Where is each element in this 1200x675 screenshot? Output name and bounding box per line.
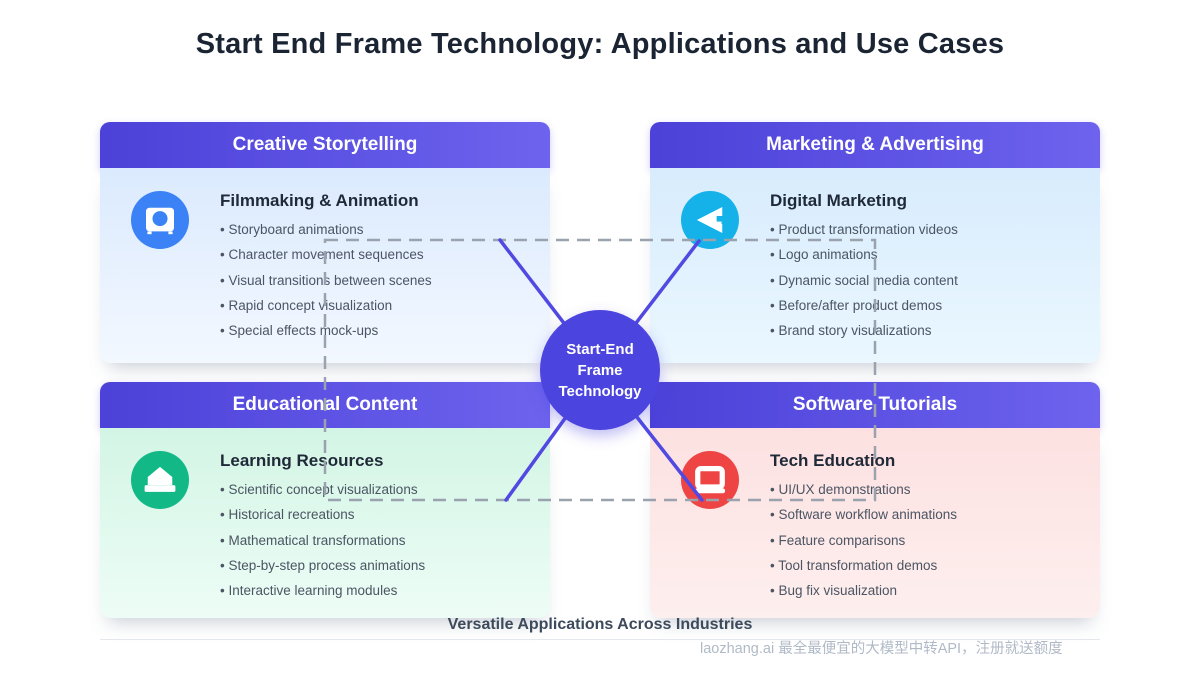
bullet-list: Scientific concept visualizationsHistori… bbox=[220, 477, 536, 603]
quadrant-card-learning-resources: Learning Resources Scientific concept vi… bbox=[100, 428, 550, 618]
bullet-item: Product transformation videos bbox=[770, 217, 1086, 242]
bullet-item: Software workflow animations bbox=[770, 502, 1086, 527]
footer-divider bbox=[100, 639, 1100, 640]
laptop-icon bbox=[681, 451, 739, 509]
bullet-item: Brand story visualizations bbox=[770, 318, 1086, 343]
page-title: Start End Frame Technology: Applications… bbox=[195, 28, 1005, 60]
bullet-list: Storyboard animationsCharacter movement … bbox=[220, 217, 536, 343]
quadrant-header-software-tutorials: Software Tutorials bbox=[650, 382, 1100, 428]
megaphone-icon bbox=[681, 191, 739, 249]
bullet-item: Logo animations bbox=[770, 242, 1086, 267]
bullet-item: UI/UX demonstrations bbox=[770, 477, 1086, 502]
quadrant-software-tutorials: Software Tutorials Tech Education UI/UX … bbox=[650, 382, 1100, 618]
quadrant-card-filmmaking: Filmmaking & Animation Storyboard animat… bbox=[100, 168, 550, 363]
quadrant-header-creative-storytelling: Creative Storytelling bbox=[100, 122, 550, 168]
quadrant-educational-content: Educational Content Learning Resources S… bbox=[100, 382, 550, 618]
hub-label-line: Frame bbox=[577, 361, 623, 379]
central-hub: Start-End Frame Technology bbox=[540, 310, 660, 430]
quadrant-card-digital-marketing: Digital Marketing Product transformation… bbox=[650, 168, 1100, 363]
bullet-list: UI/UX demonstrationsSoftware workflow an… bbox=[770, 477, 1086, 603]
school-icon bbox=[131, 451, 189, 509]
bullet-item: Before/after product demos bbox=[770, 293, 1086, 318]
quadrant-marketing-advertising: Marketing & Advertising Digital Marketin… bbox=[650, 122, 1100, 363]
bullet-item: Dynamic social media content bbox=[770, 268, 1086, 293]
watermark-text: laozhang.ai 最全最便宜的大模型中转API，注册就送额度 bbox=[700, 641, 1063, 657]
bullet-item: Tool transformation demos bbox=[770, 553, 1086, 578]
quadrant-header-marketing-advertising: Marketing & Advertising bbox=[650, 122, 1100, 168]
quadrant-header-label: Marketing & Advertising bbox=[766, 134, 984, 155]
bullet-item: Interactive learning modules bbox=[220, 578, 536, 603]
bullet-item: Historical recreations bbox=[220, 502, 536, 527]
quadrant-subtitle: Tech Education bbox=[770, 451, 896, 470]
bullet-item: Special effects mock-ups bbox=[220, 318, 536, 343]
quadrant-content: Tech Education UI/UX demonstrationsSoftw… bbox=[770, 451, 1086, 603]
hub-label-line: Technology bbox=[558, 382, 642, 400]
quadrant-header-label: Software Tutorials bbox=[792, 394, 958, 415]
bullet-item: Bug fix visualization bbox=[770, 578, 1086, 603]
footer-caption: Versatile Applications Across Industries bbox=[447, 616, 753, 633]
quadrant-header-educational-content: Educational Content bbox=[100, 382, 550, 428]
bullet-item: Mathematical transformations bbox=[220, 528, 536, 553]
bullet-item: Scientific concept visualizations bbox=[220, 477, 536, 502]
quadrant-header-label: Educational Content bbox=[232, 394, 418, 415]
quadrant-content: Digital Marketing Product transformation… bbox=[770, 191, 1086, 343]
quadrant-creative-storytelling: Creative Storytelling Filmmaking & Anima… bbox=[100, 122, 550, 363]
bullet-item: Storyboard animations bbox=[220, 217, 536, 242]
bullet-list: Product transformation videosLogo animat… bbox=[770, 217, 1086, 343]
quadrant-card-tech-education: Tech Education UI/UX demonstrationsSoftw… bbox=[650, 428, 1100, 618]
camera-icon bbox=[131, 191, 189, 249]
quadrant-subtitle: Digital Marketing bbox=[770, 191, 907, 210]
quadrant-subtitle: Filmmaking & Animation bbox=[220, 191, 419, 210]
quadrant-content: Filmmaking & Animation Storyboard animat… bbox=[220, 191, 536, 343]
bullet-item: Visual transitions between scenes bbox=[220, 268, 536, 293]
bullet-item: Rapid concept visualization bbox=[220, 293, 536, 318]
hub-label-line: Start-End bbox=[566, 340, 634, 358]
quadrant-header-label: Creative Storytelling bbox=[232, 134, 418, 155]
bullet-item: Character movement sequences bbox=[220, 242, 536, 267]
quadrant-content: Learning Resources Scientific concept vi… bbox=[220, 451, 536, 603]
bullet-item: Step-by-step process animations bbox=[220, 553, 536, 578]
bullet-item: Feature comparisons bbox=[770, 528, 1086, 553]
quadrant-subtitle: Learning Resources bbox=[220, 451, 384, 470]
